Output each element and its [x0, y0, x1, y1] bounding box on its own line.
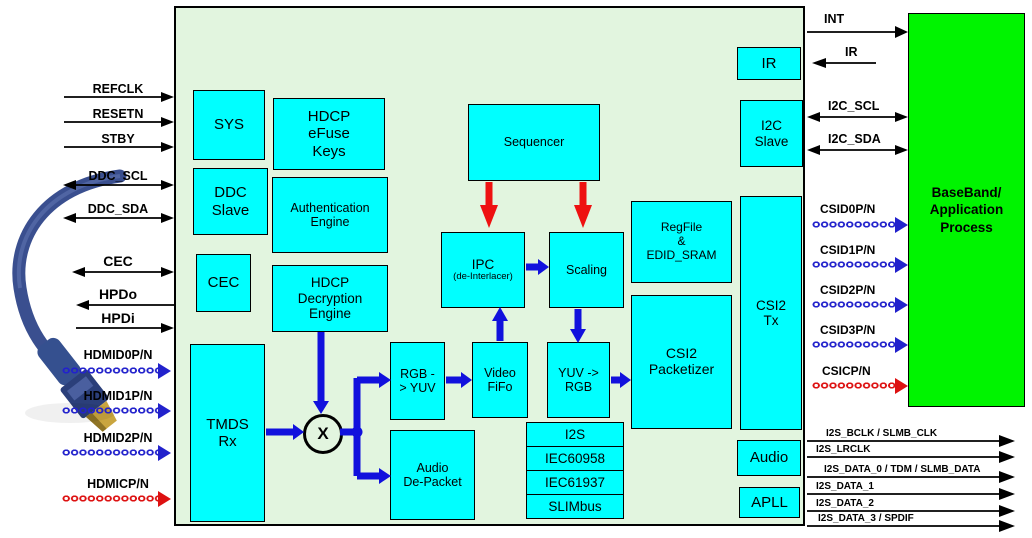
- block-authentication-engine: Authentication Engine: [272, 177, 388, 253]
- block-audio-format-slimbus: SLIMbus: [526, 494, 624, 519]
- signal-csid0-label: CSID0P/N: [820, 202, 876, 216]
- block-ddc-slave: DDC Slave: [193, 168, 268, 235]
- block-scaling: Scaling: [549, 232, 624, 308]
- signal-i2c-scl-label: I2C_SCL: [828, 99, 880, 113]
- signal-i2c-sda-label: I2C_SDA: [828, 132, 881, 146]
- ipc-subtitle: (de-Interlacer): [453, 271, 513, 283]
- block-baseband-application-process: BaseBand/ Application Process: [908, 13, 1025, 407]
- block-audio-depacket: Audio De-Packet: [390, 430, 475, 520]
- block-audio-format-iec61937: IEC61937: [526, 470, 624, 495]
- signal-int-label: INT: [824, 12, 845, 26]
- signal-hdmid1-label: HDMID1P/N: [83, 389, 153, 403]
- csid3-lane-arrow: [812, 336, 908, 353]
- block-audio-format-i2s: I2S: [526, 422, 624, 447]
- block-csi2-tx: CSI2 Tx: [740, 196, 802, 430]
- mixer-node: X: [303, 414, 343, 454]
- signal-resetn-label: RESETN: [92, 107, 144, 121]
- signal-ir-label: IR: [845, 45, 858, 59]
- block-cec: CEC: [196, 254, 251, 312]
- signal-i2s-bclk-label: I2S_BCLK / SLMB_CLK: [826, 428, 938, 439]
- signal-hpdo-label: HPDo: [98, 286, 138, 302]
- block-audio-format-iec60958: IEC60958: [526, 446, 624, 471]
- block-regfile-edid-sram: RegFile & EDID_SRAM: [631, 201, 732, 283]
- signal-csid2-label: CSID2P/N: [820, 283, 876, 297]
- signal-i2s-lrclk-label: I2S_LRCLK: [816, 444, 871, 455]
- block-apll: APLL: [739, 487, 800, 518]
- block-hdcp-decryption-engine: HDCP Decryption Engine: [272, 265, 388, 332]
- signal-ddc-scl-label: DDC_SCL: [88, 169, 148, 183]
- csic-lane-arrow: [812, 377, 908, 394]
- signal-refclk-label: REFCLK: [92, 82, 144, 96]
- csid1-lane-arrow: [812, 256, 908, 273]
- signal-stby-label: STBY: [101, 132, 135, 146]
- signal-hdmid0-label: HDMID0P/N: [83, 348, 153, 362]
- block-ir: IR: [737, 47, 801, 80]
- block-ipc-deinterlacer: IPC(de-Interlacer): [441, 232, 525, 308]
- hdmid0-lane-arrow: [62, 362, 171, 379]
- csid0-lane-arrow: [812, 216, 908, 233]
- block-audio: Audio: [737, 440, 801, 476]
- block-video-fifo: Video FiFo: [472, 342, 528, 418]
- hdmid1-lane-arrow: [62, 402, 171, 419]
- block-rgb-to-yuv: RGB - > YUV: [390, 342, 445, 420]
- block-i2c-slave: I2C Slave: [740, 100, 803, 167]
- signal-cec-label: CEC: [103, 253, 133, 269]
- block-tmds-rx: TMDS Rx: [190, 344, 265, 522]
- signal-csid1-label: CSID1P/N: [820, 243, 876, 257]
- signal-csid3-label: CSID3P/N: [820, 323, 876, 337]
- signal-i2s-data2-label: I2S_DATA_2: [816, 498, 874, 509]
- hdmid2-lane-arrow: [62, 444, 171, 461]
- block-csi2-packetizer: CSI2 Packetizer: [631, 295, 732, 429]
- signal-i2s-data1-label: I2S_DATA_1: [816, 481, 874, 492]
- hdmic-lane-arrow: [62, 490, 171, 507]
- signal-ddc-sda-label: DDC_SDA: [87, 202, 149, 216]
- block-yuv-to-rgb: YUV -> RGB: [547, 342, 610, 418]
- block-hdcp-efuse-keys: HDCP eFuse Keys: [273, 98, 385, 170]
- signal-i2s-data0-label: I2S_DATA_0 / TDM / SLMB_DATA: [824, 464, 981, 475]
- signal-csic-label: CSICP/N: [822, 364, 871, 378]
- signal-hpdi-label: HPDi: [101, 310, 135, 326]
- signal-i2s-data3-label: I2S_DATA_3 / SPDIF: [818, 513, 914, 524]
- ipc-title: IPC: [471, 256, 495, 272]
- block-sequencer: Sequencer: [468, 104, 600, 181]
- block-sys: SYS: [193, 90, 265, 160]
- signal-hdmid2-label: HDMID2P/N: [83, 431, 153, 445]
- signal-hdmic-label: HDMICP/N: [87, 477, 149, 491]
- csid2-lane-arrow: [812, 296, 908, 313]
